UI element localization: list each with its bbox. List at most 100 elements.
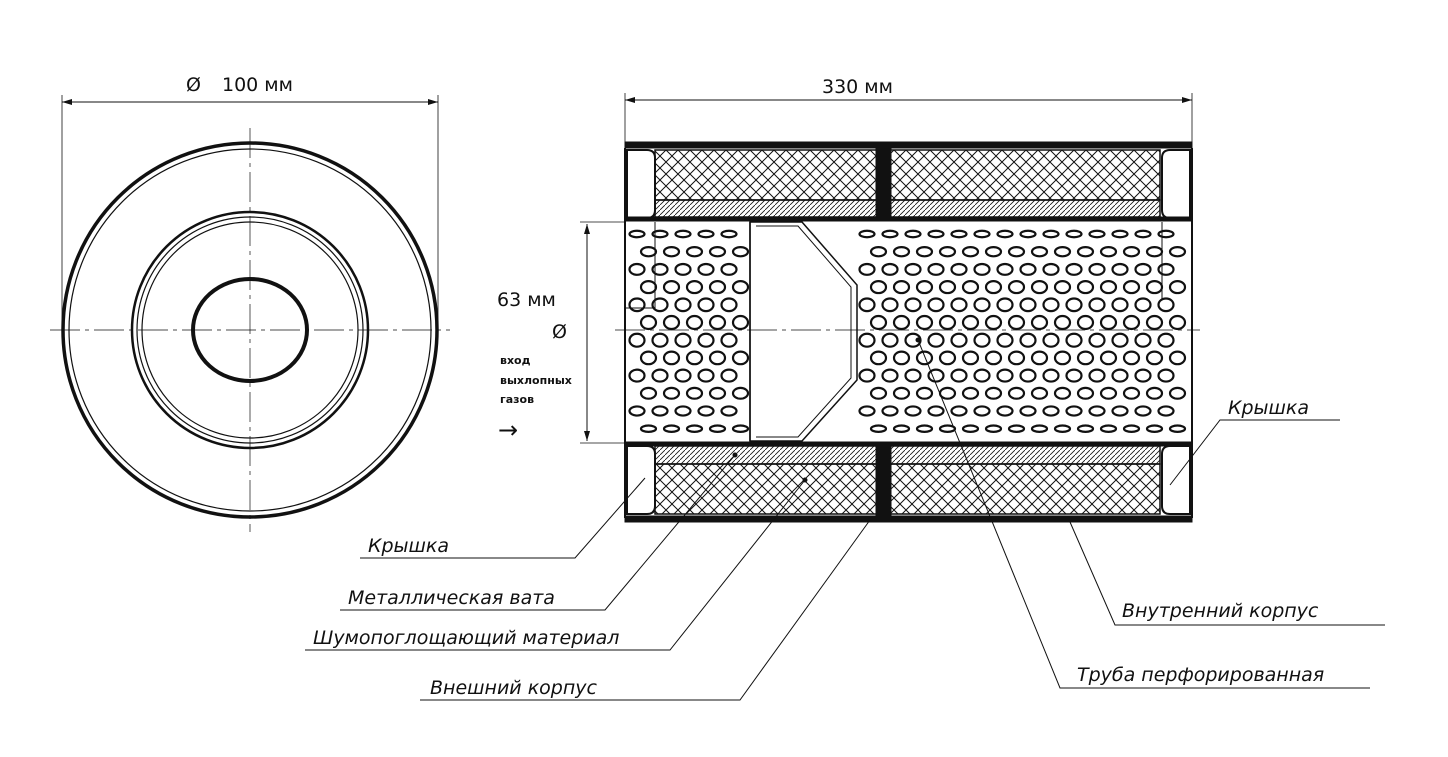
perforation-hole: [1065, 297, 1083, 313]
perforation-hole: [1042, 368, 1060, 383]
perforation-hole: [1157, 297, 1175, 313]
perforation-hole: [927, 297, 945, 313]
perforation-hole: [961, 424, 980, 433]
perforation-hole: [685, 424, 704, 433]
perforation-hole: [915, 314, 934, 331]
perforation-hole: [1076, 314, 1095, 331]
inner-shell-top: [624, 216, 1193, 222]
perforation-hole: [639, 350, 658, 366]
perforation-hole: [858, 368, 876, 383]
perforation-hole: [708, 280, 727, 295]
perforation-hole: [1134, 405, 1152, 417]
perforation-hole: [1145, 424, 1164, 433]
perforation-hole: [984, 424, 1003, 433]
perforation-hole: [1111, 332, 1129, 348]
perforation-hole: [1157, 262, 1175, 276]
perforation-hole: [1099, 280, 1118, 295]
perforation-hole: [996, 297, 1014, 313]
perforation-hole: [904, 405, 922, 417]
perforation-hole: [651, 368, 669, 383]
perforation-hole: [731, 424, 750, 433]
perforation-hole: [904, 229, 922, 239]
perforation-hole: [1111, 262, 1129, 276]
perforation-hole: [662, 246, 681, 258]
perforation-hole: [881, 368, 899, 383]
perforation-hole: [1145, 246, 1164, 258]
callout-outer-shell: Внешний корпус: [430, 677, 598, 699]
side-view: [580, 93, 1200, 523]
perforation-hole: [1030, 350, 1049, 366]
inner-shell-bottom: [624, 441, 1193, 447]
outer-shell-bottom: [624, 515, 1193, 523]
perforation-hole: [938, 350, 957, 366]
perforation-hole: [1111, 405, 1129, 417]
perforation-hole: [685, 246, 704, 258]
perforation-hole: [1099, 350, 1118, 366]
perforation-hole: [1030, 386, 1049, 400]
perforation-hole: [915, 350, 934, 366]
perforation-hole: [892, 386, 911, 400]
perforation-hole: [950, 368, 968, 383]
perforation-hole: [1030, 314, 1049, 331]
perforation-hole: [1065, 262, 1083, 276]
perforation-hole: [869, 246, 888, 258]
perforation-hole: [869, 386, 888, 400]
perforation-hole: [697, 262, 715, 276]
perforation-hole: [697, 297, 715, 313]
perforation-hole: [1111, 297, 1129, 313]
perforation-hole: [697, 229, 715, 239]
perforation-hole: [881, 405, 899, 417]
perforation-hole: [1145, 314, 1164, 331]
perforation-hole: [1099, 424, 1118, 433]
sound-absorbing-top: [654, 149, 1161, 201]
perforation-hole: [938, 386, 957, 400]
perforation-hole: [628, 368, 646, 383]
perforation-hole: [892, 280, 911, 295]
metal-wool-bottom: [654, 445, 1161, 465]
perforation-hole: [1042, 229, 1060, 239]
inlet-diameter-symbol: Ø: [552, 321, 567, 343]
perforation-hole: [950, 405, 968, 417]
perforation-hole: [973, 368, 991, 383]
perforation-hole: [996, 368, 1014, 383]
partition-bottom: [875, 445, 892, 519]
perforation-hole: [869, 280, 888, 295]
perforation-hole: [697, 405, 715, 417]
perforation-hole: [961, 280, 980, 295]
perforation-hole: [639, 246, 658, 258]
callout-sound-absorbing: Шумопоглощающий материал: [313, 627, 619, 649]
perforation-hole: [984, 386, 1003, 400]
perforation-hole: [927, 368, 945, 383]
perforation-hole: [708, 350, 727, 366]
perforation-hole: [1122, 350, 1141, 366]
perforation-hole: [731, 314, 750, 331]
perforation-hole: [892, 424, 911, 433]
perforation-hole: [1157, 368, 1175, 383]
perforation-hole: [1122, 386, 1141, 400]
perforation-hole: [892, 314, 911, 331]
inlet-caption-2: выхлопных: [500, 374, 572, 387]
perforation-hole: [904, 297, 922, 313]
perforation-hole: [1076, 424, 1095, 433]
perforation-hole: [1053, 424, 1072, 433]
perforation-hole: [1019, 332, 1037, 348]
perforation-hole: [685, 350, 704, 366]
perforation-hole: [961, 246, 980, 258]
perforation-hole: [1088, 297, 1106, 313]
perforation-hole: [1145, 350, 1164, 366]
perforation-hole: [858, 297, 876, 313]
callout-cap-left: Крышка: [368, 535, 449, 557]
perforation-hole: [1007, 246, 1026, 258]
perforation-hole: [1111, 229, 1129, 239]
perforation-hole: [1168, 314, 1187, 331]
perforation-hole: [881, 297, 899, 313]
perforation-hole: [697, 332, 715, 348]
perforation-hole: [720, 368, 738, 383]
perforation-hole: [731, 246, 750, 258]
perforation-hole: [1053, 246, 1072, 258]
perforation-hole: [720, 297, 738, 313]
perforation-hole: [674, 229, 692, 239]
perforation-hole: [1088, 332, 1106, 348]
inlet-caption-3: газов: [500, 393, 534, 406]
perforation-hole: [1145, 386, 1164, 400]
